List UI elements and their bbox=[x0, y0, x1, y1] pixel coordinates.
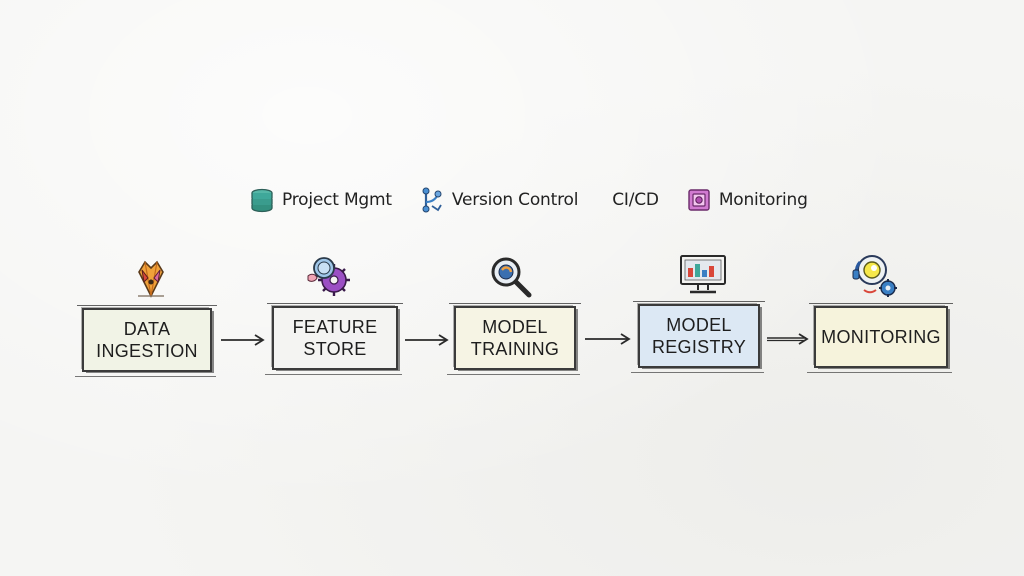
stage-feature-store: FEATURE STORE bbox=[265, 303, 403, 375]
flow-arrow bbox=[220, 333, 266, 347]
legend: Project Mgmt Version Control CI/CD Monit… bbox=[248, 184, 834, 216]
branch-icon bbox=[418, 186, 446, 214]
flow-arrow bbox=[404, 333, 450, 347]
flow-arrow bbox=[584, 332, 632, 346]
stage-data-ingestion: DATA INGESTION bbox=[75, 305, 217, 377]
computer-icon bbox=[678, 252, 728, 302]
stage-model-registry: MODEL REGISTRY bbox=[631, 301, 765, 373]
headset-gear-icon bbox=[850, 250, 900, 300]
magnifier-icon bbox=[486, 252, 536, 302]
pen-nib-icon bbox=[126, 252, 176, 302]
stage-label-line: DATA bbox=[123, 319, 171, 339]
stage-label-line: INGESTION bbox=[96, 341, 198, 361]
stage-label: MONITORING bbox=[821, 327, 941, 347]
stage-label-line: REGISTRY bbox=[651, 337, 747, 357]
legend-item-ci-cd: CI/CD bbox=[604, 190, 659, 210]
legend-label: Version Control bbox=[451, 190, 579, 210]
stage-label-line: MODEL bbox=[482, 317, 548, 337]
monitor-square-icon bbox=[685, 186, 713, 214]
legend-item-monitoring: Monitoring bbox=[685, 186, 808, 214]
stage-label: MODEL TRAINING bbox=[465, 316, 565, 360]
stack-icon bbox=[248, 186, 276, 214]
flow-arrow bbox=[766, 332, 810, 346]
stage-label: DATA INGESTION bbox=[90, 318, 204, 362]
legend-item-version-control: Version Control bbox=[418, 186, 578, 214]
legend-item-project-mgmt: Project Mgmt bbox=[248, 186, 392, 214]
legend-label: CI/CD bbox=[612, 190, 659, 210]
stage-label: MODEL REGISTRY bbox=[646, 314, 752, 358]
legend-label: Project Mgmt bbox=[282, 190, 392, 210]
stage-label-line: FEATURE bbox=[292, 317, 378, 337]
legend-label: Monitoring bbox=[718, 190, 808, 210]
stage-monitoring: MONITORING bbox=[807, 303, 953, 373]
stage-label-line: MODEL bbox=[666, 315, 732, 335]
stage-label: FEATURE STORE bbox=[287, 316, 384, 360]
gear-magnifier-icon bbox=[304, 250, 354, 300]
stage-label-line: TRAINING bbox=[470, 339, 560, 359]
stage-label-line: STORE bbox=[303, 339, 367, 359]
stage-model-training: MODEL TRAINING bbox=[447, 303, 581, 375]
